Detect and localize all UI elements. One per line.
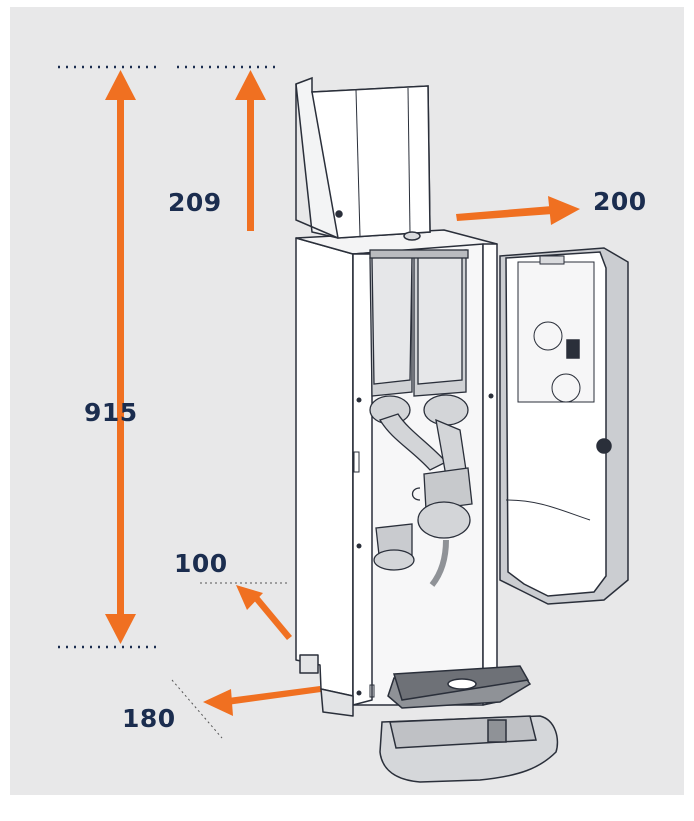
dimension-label-height: 915: [84, 398, 138, 427]
arrow-915-shaft: [117, 98, 124, 618]
arrow-180-shaft: [227, 686, 321, 705]
machine-door: [499, 247, 629, 605]
reference-lines: [58, 65, 280, 649]
arrow-200-shaft: [456, 206, 553, 221]
dimension-label-door: 200: [593, 187, 647, 216]
arrow-915-head-bottom: [105, 614, 136, 644]
machine-lid: [295, 76, 431, 241]
arrow-209-shaft: [247, 98, 254, 231]
arrow-100-shaft: [252, 594, 292, 640]
dimension-label-rear: 100: [174, 549, 228, 578]
dimension-label-lid: 209: [168, 188, 222, 217]
arrow-915-head-top: [105, 70, 136, 100]
ingredient-canisters: [369, 249, 469, 397]
drip-grid: [387, 665, 532, 709]
arrow-100-head: [236, 585, 263, 610]
arrow-200-head: [548, 196, 580, 225]
cabinet-side-panel: [295, 237, 354, 697]
arrow-209-head: [235, 70, 266, 100]
dimension-arrows: [105, 70, 580, 716]
clearance-ref-lines: [171, 582, 290, 739]
cabinet-right-edge: [482, 243, 498, 706]
arrow-180-head: [203, 689, 233, 716]
dimension-label-side: 180: [122, 704, 176, 733]
foot-left: [299, 654, 319, 674]
mixing-system: [369, 394, 473, 587]
cabinet-left-edge: [352, 253, 373, 706]
foot-front-left: [320, 688, 354, 717]
drip-tray: [379, 715, 559, 783]
cabinet-screws: [353, 393, 494, 698]
